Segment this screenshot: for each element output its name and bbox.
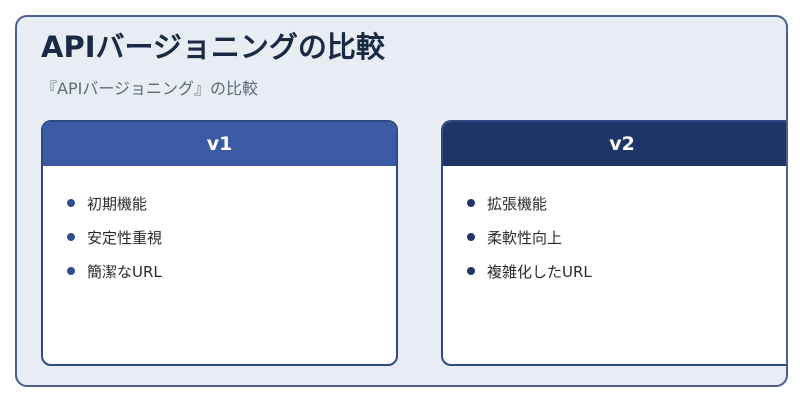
card-header-v1: v1 [43,122,396,166]
list-item: 初期機能 [67,186,396,220]
diagram-frame: APIバージョニングの比較 『APIバージョニング』の比較 v1 初期機能 安定… [15,15,788,387]
list-item-label: 簡潔なURL [87,262,162,281]
list-item: 簡潔なURL [67,254,396,288]
bullet-icon [467,233,475,241]
page-subtitle: 『APIバージョニング』の比較 [41,79,258,98]
bullet-icon [467,267,475,275]
list-item-label: 拡張機能 [487,194,548,213]
list-item-label: 柔軟性向上 [487,228,563,247]
bullet-icon [67,199,75,207]
list-item: 安定性重視 [67,220,396,254]
feature-list-v1: 初期機能 安定性重視 簡潔なURL [43,166,396,288]
page-title: APIバージョニングの比較 [41,30,385,64]
list-item-label: 初期機能 [87,194,148,213]
card-header-v2: v2 [443,122,786,166]
version-card-v1: v1 初期機能 安定性重視 簡潔なURL [41,120,398,366]
list-item: 拡張機能 [467,186,786,220]
list-item: 複雑化したURL [467,254,786,288]
feature-list-v2: 拡張機能 柔軟性向上 複雑化したURL [443,166,786,288]
bullet-icon [467,199,475,207]
bullet-icon [67,267,75,275]
list-item-label: 安定性重視 [87,228,163,247]
list-item: 柔軟性向上 [467,220,786,254]
list-item-label: 複雑化したURL [487,262,592,281]
bullet-icon [67,233,75,241]
version-card-v2: v2 拡張機能 柔軟性向上 複雑化したURL [441,120,786,366]
